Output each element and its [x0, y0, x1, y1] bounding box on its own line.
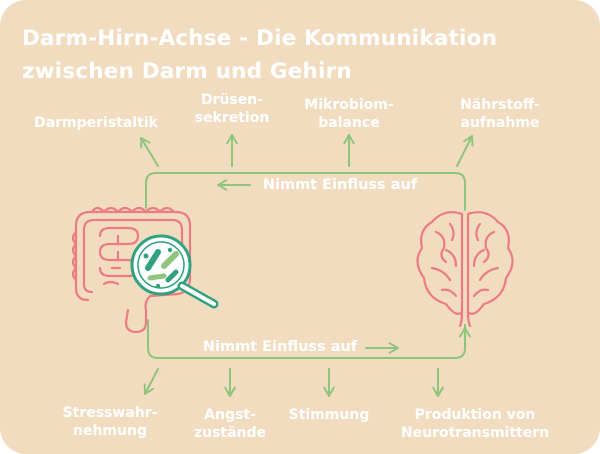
- top-flow-label: Nimmt Einfluss auf: [262, 177, 418, 193]
- label-neurotransmitter: Produktion von Neurotransmittern: [400, 407, 550, 441]
- label-darmperistaltik: Darmperistaltik: [34, 115, 158, 131]
- label-naehrstoffaufnahme: Nährstoff- aufnahme: [460, 97, 540, 131]
- arrow-stresswahrnehmung: [143, 368, 159, 395]
- bottom-flow-line: [147, 319, 466, 359]
- label-stimmung: Stimmung: [288, 407, 370, 423]
- label-stresswahrnehmung: Stresswahr- nehmung: [62, 405, 158, 439]
- bacteria-icon: [143, 247, 179, 289]
- arrow-naehrstoffaufnahme: [456, 135, 474, 167]
- flow-connectors: [140, 134, 474, 397]
- label-angstzustaende: Angst- zustände: [193, 407, 267, 441]
- label-druesensekretion: Drüsen- sekretion: [194, 92, 270, 126]
- bottom-flow-label: Nimmt Einfluss auf: [202, 339, 358, 355]
- label-mikrobiombalance: Mikrobiom- balance: [304, 97, 394, 131]
- brain-icon: [416, 211, 514, 328]
- arrow-darmperistaltik: [140, 137, 159, 167]
- title-line-1: Darm-Hirn-Achse - Die Kommunikation: [22, 26, 498, 51]
- magnifier-bacteria-icon: [130, 234, 219, 309]
- title-line-2: zwischen Darm und Gehirn: [22, 59, 352, 84]
- page-title: Darm-Hirn-Achse - Die Kommunikation zwis…: [22, 22, 497, 88]
- top-flow-line: [145, 172, 466, 211]
